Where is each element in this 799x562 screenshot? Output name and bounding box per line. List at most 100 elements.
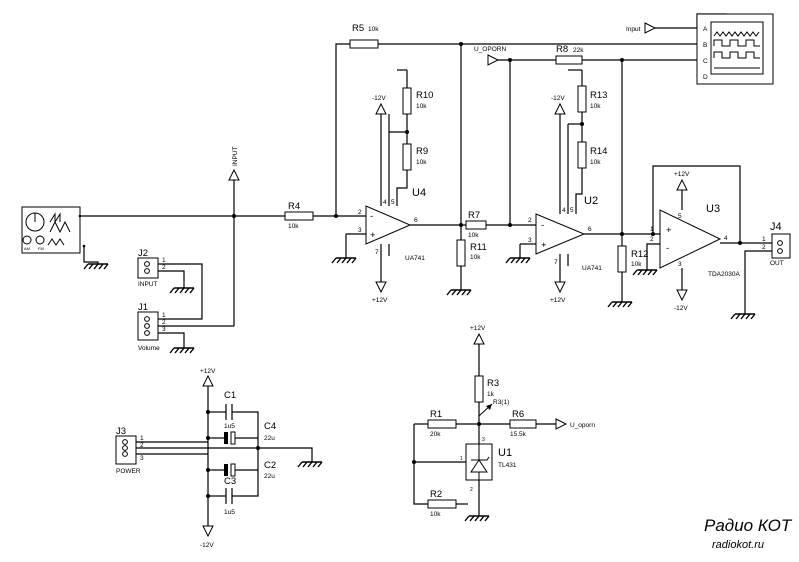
u1-pin3: 3	[482, 437, 485, 443]
u4-pin6: 6	[414, 217, 418, 224]
resistor-r12: R12 10k	[617, 245, 648, 273]
resistor-r2: R2 10k	[427, 489, 457, 518]
u4-neg-supply: -12V	[372, 95, 387, 115]
tl431-pos12-label: +12V	[470, 325, 486, 332]
r2-ref: R2	[430, 489, 442, 500]
u2-pin5: 5	[570, 207, 574, 214]
j3-ref: J3	[116, 426, 126, 437]
power-pos-supply: +12V	[200, 368, 216, 387]
j2-pin2: 2	[162, 264, 166, 271]
j2-pin1: 1	[162, 257, 166, 264]
j3-pin2: 2	[140, 442, 144, 449]
c1-value: 1u5	[224, 423, 235, 430]
r3a-label: R3(1)	[493, 399, 509, 406]
r1-ref: R1	[430, 409, 442, 420]
r13-ref: R13	[590, 90, 607, 101]
r9-value: 10k	[416, 159, 427, 166]
uoporn-net-arrow: U_OPORN	[474, 46, 506, 66]
scope-channel-c: C	[703, 58, 708, 65]
oscilloscope-icon: A B C D	[696, 13, 774, 85]
u3-plus: +	[666, 225, 672, 236]
u2-pos-supply: +12V	[550, 281, 566, 304]
power-neg-supply: -12V	[200, 525, 214, 549]
u3-pin2-num: 2	[650, 236, 654, 243]
u3-minus: -	[666, 243, 669, 254]
c4-value: 22u	[264, 435, 275, 442]
r8-value: 22k	[573, 47, 584, 54]
u2-ref: U2	[584, 195, 598, 207]
amplifier-u3: + - 1 2 4 5 3 U3 TDA2030A	[650, 203, 740, 278]
power-pos12-label: +12V	[200, 368, 216, 375]
u2-pin6: 6	[588, 226, 592, 233]
r4-value: 10k	[288, 223, 299, 230]
capacitor-c2: C2 22u	[220, 460, 276, 480]
capacitor-c4: C4 22u	[220, 421, 276, 445]
u2-pos12-label: +12V	[550, 297, 566, 304]
j1-pin1: 1	[162, 312, 166, 319]
tl431-pos-supply: +12V	[470, 325, 486, 345]
u1-ref: U1	[498, 447, 512, 459]
r11-ref: R11	[470, 242, 487, 253]
u4-plus: +	[370, 230, 376, 241]
u2-pin2: 2	[528, 217, 532, 224]
u3-pin3-num: 3	[678, 261, 682, 268]
r12-value: 10k	[631, 261, 642, 268]
u4-pin3: 3	[358, 227, 362, 234]
resistor-r7: R7 10k	[465, 210, 487, 239]
j4-ref: J4	[770, 221, 782, 233]
r10-ref: R10	[416, 90, 433, 101]
u3-part: TDA2030A	[708, 271, 740, 278]
u2-part: UA741	[582, 265, 602, 272]
r1-value: 20k	[430, 431, 441, 438]
c1-ref: C1	[224, 390, 236, 401]
u4-ref: U4	[412, 187, 426, 199]
u4-pin2: 2	[358, 209, 362, 216]
capacitor-c1: C1 1u5	[220, 390, 238, 430]
r8-ref: R8	[556, 44, 568, 55]
resistor-r9: R9 10k	[402, 143, 428, 171]
gen-knob-am: AM	[24, 246, 30, 251]
u4-pin7: 7	[375, 249, 379, 256]
j1-pin3: 3	[162, 326, 166, 333]
c3-value: 1u5	[224, 509, 235, 516]
capacitor-c3: C3 1u5	[220, 476, 238, 516]
j1-ref: J1	[138, 302, 148, 313]
j4-label: OUT	[770, 260, 784, 267]
connector-j4: J4 OUT 1 2	[762, 221, 791, 267]
j4-pin1: 1	[762, 236, 766, 243]
u3-neg-supply: -12V	[674, 289, 688, 312]
r6-ref: R6	[512, 409, 524, 420]
u2-neg12-label: -12V	[551, 95, 565, 102]
j3-pin1: 1	[140, 435, 144, 442]
power-neg12-label: -12V	[200, 542, 214, 549]
u4-pin5: 5	[391, 199, 395, 206]
r5-value: 10k	[368, 26, 379, 33]
j2-ref: J2	[138, 248, 148, 259]
r3-ref: R3	[487, 378, 499, 389]
u3-pin4-num: 4	[724, 235, 728, 242]
r5-ref: R5	[352, 23, 364, 34]
resistor-r11: R11 10k	[456, 239, 487, 267]
connector-j1: J1 Volume 1 2 3	[137, 302, 166, 352]
u3-pin5-num: 5	[678, 213, 682, 220]
u2-pin3: 3	[528, 237, 532, 244]
u4-part: UA741	[405, 255, 425, 262]
c2-value: 22u	[264, 473, 275, 480]
r7-value: 10k	[468, 232, 479, 239]
opamp-u4: - + 2 3 6 4 5 7 U4 UA741	[358, 187, 426, 262]
scope-channel-a: A	[703, 26, 708, 33]
u1-pin2: 2	[470, 487, 473, 493]
input-net-arrow: INPUT	[228, 146, 240, 181]
u2-plus: +	[541, 240, 547, 251]
wires	[80, 13, 772, 526]
signal-generator-icon: AM FM	[21, 206, 86, 254]
r2-value: 10k	[430, 511, 441, 518]
junctions	[206, 42, 742, 498]
uoporn-out-arrow: U_oporn	[555, 418, 595, 430]
scope-channel-b: B	[703, 42, 707, 49]
watermark-site: radiokot.ru	[712, 539, 764, 551]
r4-ref: R4	[288, 201, 300, 212]
u1-pin1: 1	[460, 456, 463, 462]
u3-pos-supply: +12V	[674, 171, 690, 191]
u3-pin1-num: 1	[650, 226, 654, 233]
